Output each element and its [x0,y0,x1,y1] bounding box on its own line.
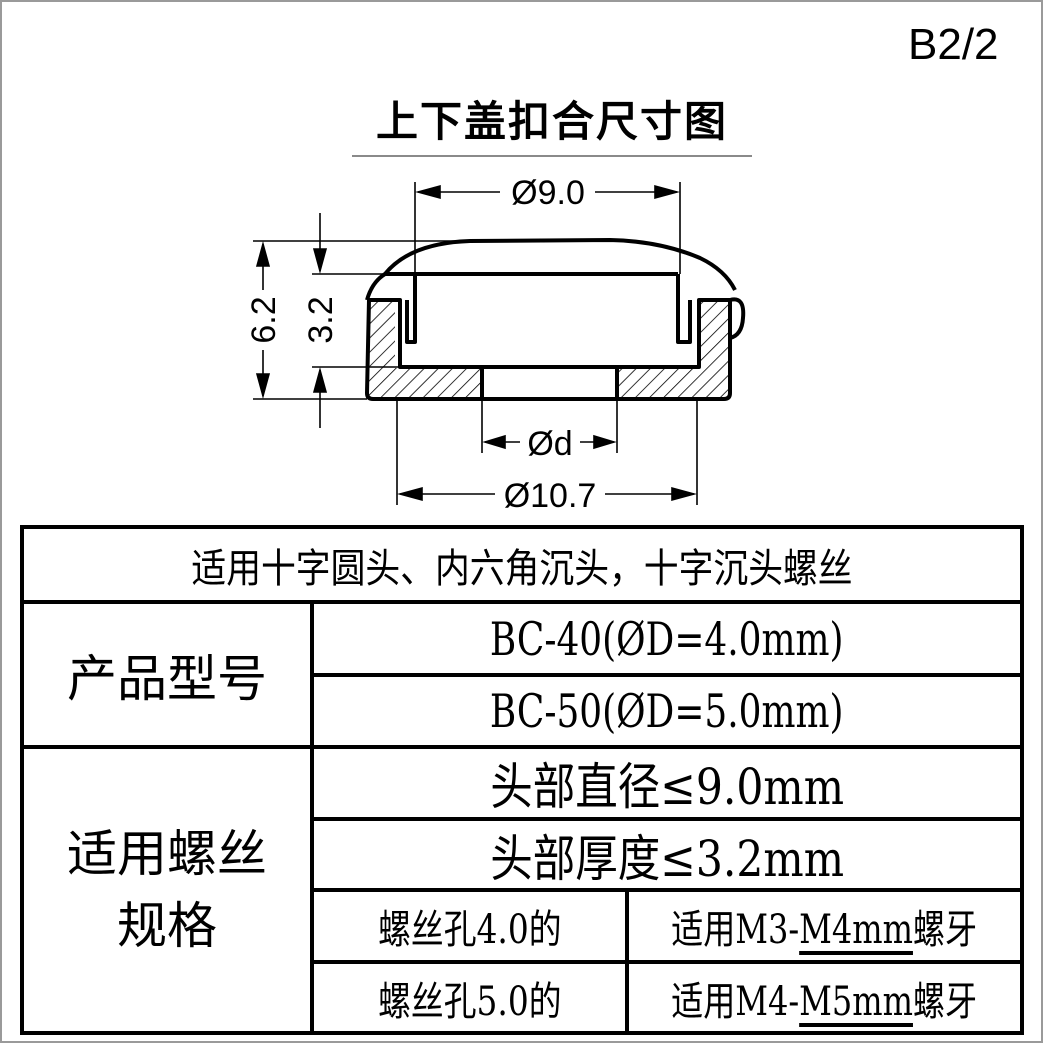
dim-hole-diameter: Ød [527,425,572,463]
table-rule [314,888,1020,892]
table-rule [314,673,1020,677]
head-thickness-limit: 头部厚度≤3.2mm [490,829,844,888]
dimension-lines [253,182,698,505]
dim-head-diameter: Ø9.0 [511,174,585,212]
part-outline [365,238,746,401]
product-model-bc50: BC-50(ØD=5.0mm) [490,684,844,738]
title-underline [352,155,752,157]
table-rule [314,817,1020,821]
cross-section-drawing: Ø9.0 Ød Ø10.7 6.2 3.2 [245,174,746,515]
product-model-label: 产品型号 [67,649,267,708]
screw-thread-fit-4: 适用M3-M4mm螺牙 [671,907,978,953]
spec-table: 适用十字圆头、内六角沉头，十字沉头螺丝 产品型号 BC-40(ØD=4.0mm)… [20,525,1024,1035]
drawing-title: 上下盖扣合尺寸图 [375,97,728,146]
product-model-bc40: BC-40(ØD=4.0mm) [490,611,844,666]
screw-hole-5-label: 螺丝孔5.0的 [377,978,562,1025]
dim-outer-diameter: Ø10.7 [504,477,597,515]
head-diameter-limit: 头部直径≤9.0mm [490,758,844,816]
screw-spec-label: 适用螺丝 规格 [67,825,267,955]
sheet-id: B2/2 [908,20,999,69]
dim-total-height: 6.2 [245,296,283,343]
table-rule [625,888,629,1031]
table-rule [24,600,1020,604]
table-rule [310,600,314,1031]
table-rule [314,960,1020,964]
screw-hole-4-label: 螺丝孔4.0的 [377,907,562,953]
dim-head-height: 3.2 [302,296,340,343]
table-rule [24,745,1020,749]
screw-thread-fit-5: 适用M4-M5mm螺牙 [671,978,978,1025]
table-header: 适用十字圆头、内六角沉头，十字沉头螺丝 [191,545,853,592]
